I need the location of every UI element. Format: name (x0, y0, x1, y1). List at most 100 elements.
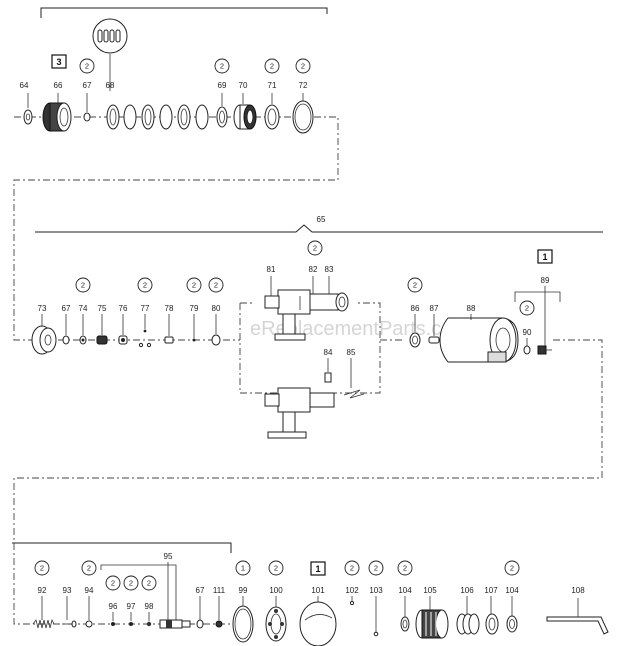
quantity-number: 2 (301, 62, 305, 71)
leader-lines (27, 54, 579, 632)
boxed-numbers: 3 1 1 (51, 54, 553, 576)
part-label: 107 (484, 586, 498, 595)
part-label: 81 (267, 265, 276, 274)
quantity-circle (344, 560, 360, 576)
row-3-parts (32, 600, 609, 646)
quantity-number: 2 (374, 564, 378, 573)
quantity-circle (75, 277, 91, 293)
part-label: 88 (467, 304, 476, 313)
box-number: 3 (56, 57, 61, 67)
quantity-number: 2 (274, 564, 278, 573)
quantity-circle (137, 277, 153, 293)
part-label: 68 (106, 81, 115, 90)
part-label: 90 (523, 328, 532, 337)
part-label: 64 (20, 81, 29, 90)
part-label: 75 (98, 304, 107, 313)
row-2-parts (31, 289, 552, 439)
part-label: 67 (62, 304, 71, 313)
part-label: 82 (309, 265, 318, 274)
quantity-number: 2 (81, 281, 85, 290)
part-label: 84 (324, 348, 333, 357)
quantity-circle (123, 575, 139, 591)
quantity-circle (81, 560, 97, 576)
quantity-number: 1 (241, 564, 245, 573)
part-label: 103 (369, 586, 383, 595)
quantity-circle (214, 58, 230, 74)
part-label: 80 (212, 304, 221, 313)
part-labels: 64 66 67 68 69 70 71 72 73 67 74 75 76 7… (20, 81, 586, 611)
box-number: 1 (542, 252, 547, 262)
quantity-circle (208, 277, 224, 293)
quantity-number: 2 (147, 579, 151, 588)
part-label: 70 (239, 81, 248, 90)
part-label: 72 (299, 81, 308, 90)
part-label: 99 (239, 586, 248, 595)
quantity-circle (368, 560, 384, 576)
part-label: 71 (268, 81, 277, 90)
quantity-number: 2 (413, 281, 417, 290)
quantity-number: 2 (510, 564, 514, 573)
quantity-circle (186, 277, 202, 293)
quantity-circle (307, 240, 323, 256)
quantity-circle (519, 300, 535, 316)
quantity-number: 2 (313, 244, 317, 253)
quantity-circle (295, 58, 311, 74)
quantity-circle (235, 560, 251, 576)
part-label: 67 (196, 586, 205, 595)
part-label: 94 (85, 586, 94, 595)
part-label: 92 (38, 586, 47, 595)
part-label: 67 (83, 81, 92, 90)
part-label: 108 (571, 586, 585, 595)
quantity-number: 2 (220, 62, 224, 71)
part-label: 101 (311, 586, 325, 595)
quantity-circle (105, 575, 121, 591)
quantity-number: 2 (111, 579, 115, 588)
quantity-circle (407, 277, 423, 293)
part-label: 87 (430, 304, 439, 313)
quantity-number: 2 (87, 564, 91, 573)
part-label: 85 (347, 348, 356, 357)
part-label: 83 (325, 265, 334, 274)
part-label: 104 (398, 586, 412, 595)
quantity-number: 2 (129, 579, 133, 588)
part-label: 97 (127, 602, 136, 611)
part-label: 66 (54, 81, 63, 90)
part-label: 78 (165, 304, 174, 313)
part-label: 100 (269, 586, 283, 595)
quantity-circle (397, 560, 413, 576)
part-label: 74 (79, 304, 88, 313)
quantity-number: 2 (270, 62, 274, 71)
quantity-number: 2 (403, 564, 407, 573)
part-label: 111 (213, 586, 226, 595)
frame-lines (12, 7, 603, 553)
quantity-number: 2 (192, 281, 196, 290)
group-label: 95 (164, 552, 173, 561)
row-1-parts (23, 18, 314, 134)
part-label: 105 (423, 586, 437, 595)
part-label: 73 (38, 304, 47, 313)
quantity-circle (504, 560, 520, 576)
quantity-number: 2 (143, 281, 147, 290)
part-label: 69 (218, 81, 227, 90)
part-label: 98 (145, 602, 154, 611)
part-label: 93 (63, 586, 72, 595)
quantity-circle (79, 58, 95, 74)
quantity-circle (34, 560, 50, 576)
part-label: 89 (541, 276, 550, 285)
part-label: 102 (345, 586, 359, 595)
part-label: 77 (141, 304, 150, 313)
part-label: 96 (109, 602, 118, 611)
box-number: 1 (315, 564, 320, 574)
quantity-number: 2 (525, 304, 529, 313)
part-label: 104 (505, 586, 519, 595)
quantity-number: 2 (350, 564, 354, 573)
quantity-circle (264, 58, 280, 74)
guide-lines (13, 116, 603, 625)
quantity-number: 2 (214, 281, 218, 290)
part-label: 86 (411, 304, 420, 313)
part-label: 79 (190, 304, 199, 313)
quantity-circle (268, 560, 284, 576)
